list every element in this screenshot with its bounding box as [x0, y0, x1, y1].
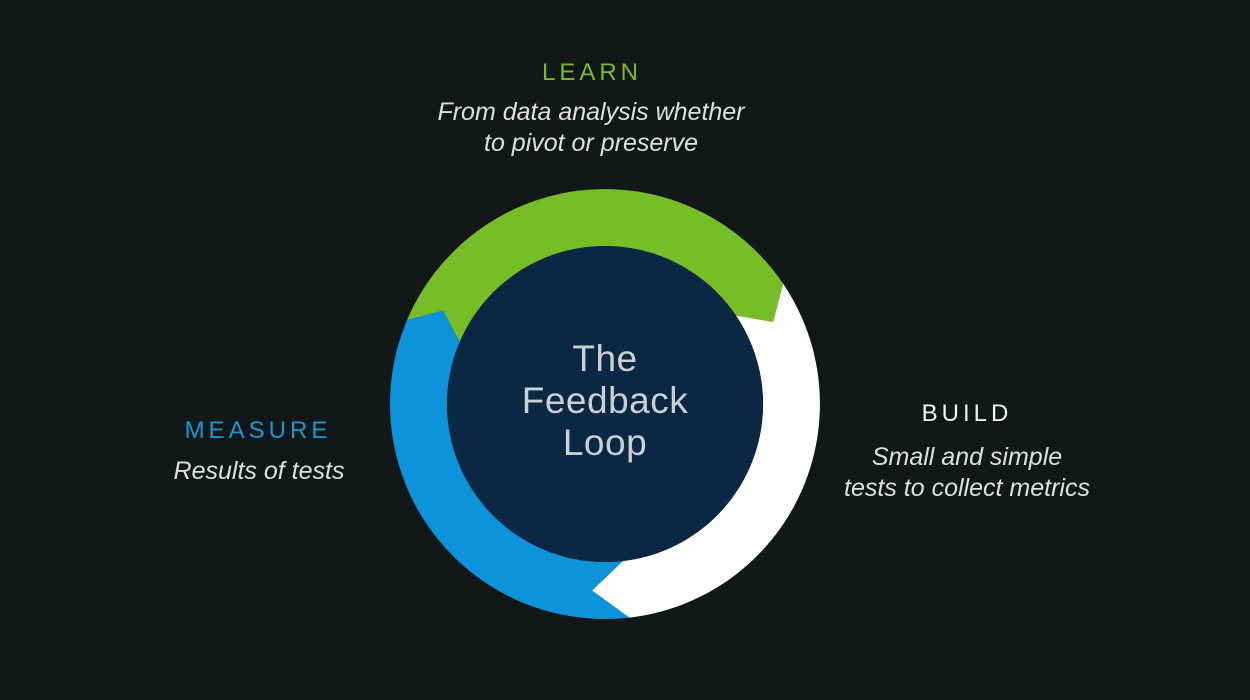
center-title-line2: Feedback: [521, 380, 689, 421]
learn-title: LEARN: [541, 59, 643, 86]
center-title-line3: Loop: [562, 422, 648, 463]
measure-description: Results of tests: [174, 456, 345, 487]
segment-measure-arc: [390, 310, 630, 619]
learn-desc-line2: to pivot or preserve: [484, 129, 698, 157]
center-circle: [447, 246, 763, 562]
build-title: BUILD: [921, 400, 1013, 427]
build-desc-line2: tests to collect metrics: [844, 474, 1090, 502]
measure-section-label: MEASURE: [185, 417, 332, 445]
measure-title: MEASURE: [184, 417, 332, 444]
center-title-line1: The: [572, 338, 638, 379]
measure-desc-line1: Results of tests: [173, 457, 345, 485]
segment-build-arc: [592, 283, 820, 618]
build-description: Small and simple tests to collect metric…: [844, 442, 1090, 504]
segment-learn-arc: [407, 189, 784, 343]
learn-section-label: LEARN: [542, 59, 642, 87]
build-section-label: BUILD: [922, 400, 1013, 428]
build-desc-line1: Small and simple: [871, 443, 1063, 471]
learn-desc-line1: From data analysis whether: [437, 98, 745, 126]
learn-description: From data analysis whether to pivot or p…: [437, 97, 744, 159]
loop-center-title: The Feedback Loop: [522, 338, 689, 464]
